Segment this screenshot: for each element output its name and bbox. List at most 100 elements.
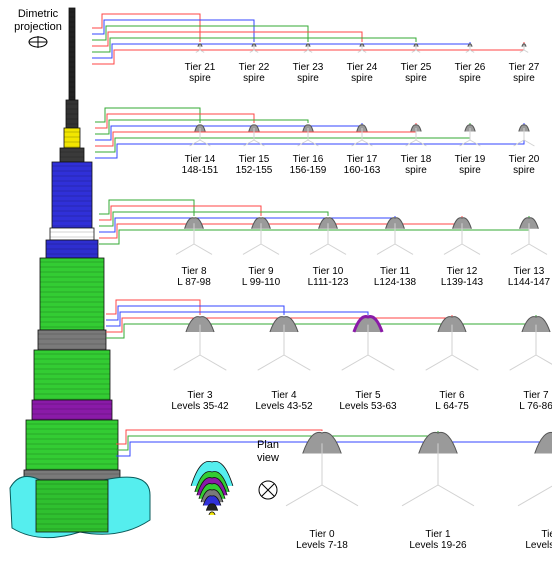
tier-name: Tier 16 xyxy=(293,154,324,165)
tier-plate xyxy=(401,431,475,507)
plate-ridge xyxy=(528,243,548,255)
tier-name: Tier 8 xyxy=(181,266,207,277)
plate-ridge xyxy=(517,485,552,507)
tier-levels: Levels 53-63 xyxy=(339,401,397,412)
tier-levels: L124-138 xyxy=(374,277,417,288)
plate-ridge xyxy=(411,49,417,53)
plate-ridge xyxy=(367,354,395,371)
plate-ridge xyxy=(199,139,211,147)
plate-ridge xyxy=(469,49,475,53)
tier-levels: spire xyxy=(513,73,535,84)
plate-ridge xyxy=(361,49,367,53)
plate-ridge xyxy=(253,49,259,53)
tower-segment xyxy=(59,147,85,163)
tier-name: Tier 0 xyxy=(309,529,335,540)
tier-name: Tier 24 xyxy=(347,62,378,73)
plan-view xyxy=(190,460,234,516)
tier-connector xyxy=(99,199,195,216)
tier-levels: spire xyxy=(351,73,373,84)
tier-row-2 xyxy=(99,199,530,245)
tier-name: Tier 14 xyxy=(185,154,216,165)
plate-ridge xyxy=(243,139,255,147)
dimetric-axes-icon xyxy=(28,36,48,48)
tier-plate xyxy=(459,124,481,147)
tier-name: Tier 23 xyxy=(293,62,324,73)
plate-ridge xyxy=(307,139,319,147)
tier-name: Tier 18 xyxy=(401,154,432,165)
plate-ridge xyxy=(195,49,201,53)
tier-name: Tier 20 xyxy=(509,154,540,165)
plate-ridge xyxy=(175,243,195,255)
tier-levels: 148-151 xyxy=(182,165,219,176)
plate-ridge xyxy=(513,139,525,147)
tier-plate xyxy=(173,316,227,371)
tier-name: Tier 2 xyxy=(541,529,552,540)
plate-ridge xyxy=(461,243,481,255)
plan-title-line-1: Plan xyxy=(257,439,279,451)
tier-connector xyxy=(95,119,309,135)
plate-ridge xyxy=(415,49,421,53)
plate-ridge xyxy=(193,243,213,255)
tier-name: Tier 21 xyxy=(185,62,216,73)
tier-row-0 xyxy=(92,13,525,65)
plate-ridge xyxy=(401,484,439,507)
plate-ridge xyxy=(425,354,453,371)
tier-plate xyxy=(285,431,359,507)
plan-title-line-2: view xyxy=(257,452,279,464)
tier-connector xyxy=(99,216,463,239)
tier-plate xyxy=(519,43,529,53)
tier-levels: spire xyxy=(459,73,481,84)
tier-plate xyxy=(405,124,427,147)
tier-connector xyxy=(92,37,417,53)
tier-name: Tier 22 xyxy=(239,62,270,73)
tier-plate xyxy=(297,124,319,147)
tier-name: Tier 1 xyxy=(425,529,451,540)
plan-icon-ring xyxy=(258,480,278,500)
tier-plate xyxy=(257,316,311,371)
tier-levels: L139-143 xyxy=(441,277,484,288)
tier-levels: spire xyxy=(513,165,535,176)
tier-plate xyxy=(517,431,552,507)
tier-levels: L111-123 xyxy=(308,277,349,288)
plate-ridge xyxy=(341,354,369,371)
plan-icon-line xyxy=(261,483,275,497)
floor-plate-shape xyxy=(352,315,384,333)
tier-levels: spire xyxy=(243,73,265,84)
plate-ridge xyxy=(469,139,481,147)
plan-ring xyxy=(205,503,219,511)
tier-connector xyxy=(106,311,369,327)
title-line-2: projection xyxy=(14,21,62,33)
plate-ridge xyxy=(357,49,363,53)
plate-ridge xyxy=(523,49,529,53)
tier-levels: L 99-110 xyxy=(242,277,281,288)
tier-plate xyxy=(425,316,479,371)
tier-plate xyxy=(376,217,414,255)
tier-plate xyxy=(195,43,205,53)
tier-plate xyxy=(189,124,211,147)
tier-levels: Levels 43-52 xyxy=(255,401,313,412)
floor-plate-shape xyxy=(269,316,299,333)
plate-ridge xyxy=(242,243,262,255)
plate-ridge xyxy=(451,354,479,371)
tier-plate xyxy=(357,43,367,53)
plate-ridge xyxy=(283,354,311,371)
tier-levels: Levels 19-26 xyxy=(409,540,467,551)
tower-segment xyxy=(51,161,93,229)
tier-connector xyxy=(92,19,255,42)
plan-view-icon xyxy=(258,480,278,500)
tier-plate xyxy=(510,217,548,255)
tier-plate xyxy=(243,124,265,147)
plate-ridge xyxy=(523,139,535,147)
tier-levels: L 76-86 xyxy=(519,401,552,412)
tier-name: Tier 25 xyxy=(401,62,432,73)
tower-segment xyxy=(25,419,119,471)
plate-ridge xyxy=(437,484,475,507)
floor-plate-shape xyxy=(437,316,467,333)
plate-ridge xyxy=(253,139,265,147)
tier-plate xyxy=(465,43,475,53)
tier-plate xyxy=(303,43,313,53)
tier-row-3 xyxy=(106,299,537,339)
tier-connector xyxy=(116,429,323,445)
plate-ridge xyxy=(307,49,313,53)
plate-ridge xyxy=(309,243,329,255)
